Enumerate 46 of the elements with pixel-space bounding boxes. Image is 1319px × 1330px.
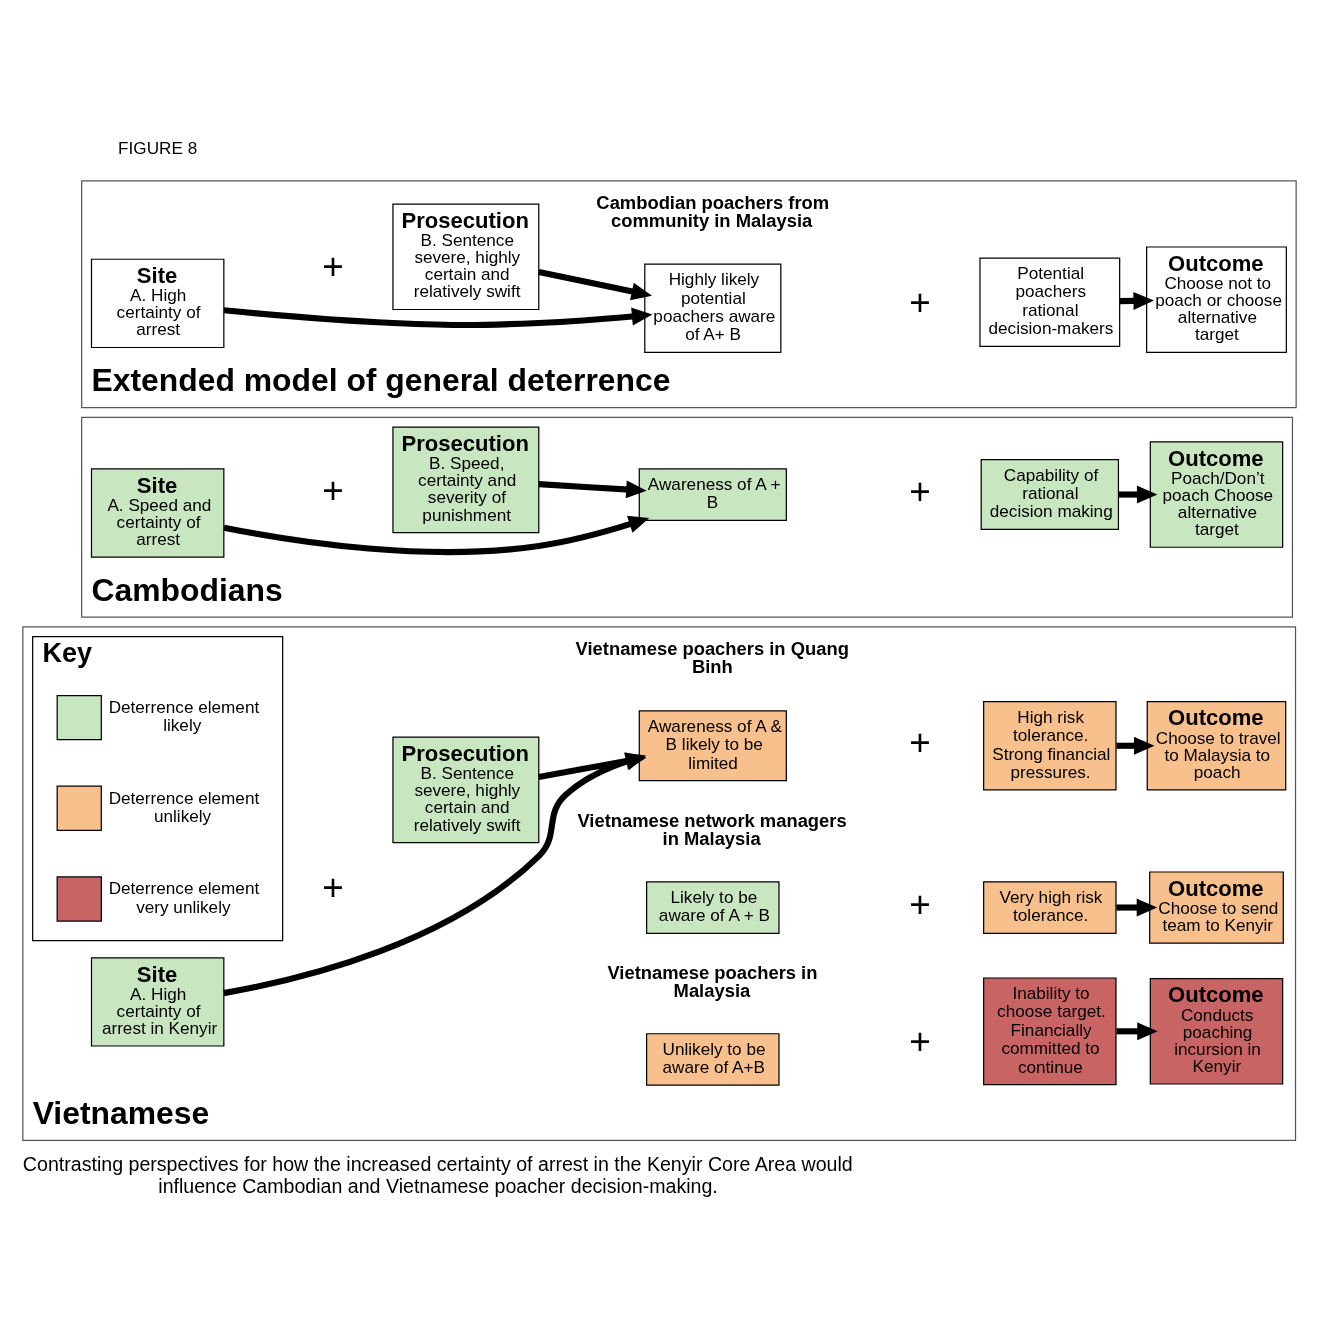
legend-label: Deterrence element unlikely (108, 787, 260, 826)
node-box: Outcome Poach/Don’t poach Choose alternative target (1149, 440, 1284, 548)
legend-label: Deterrence element likely (108, 696, 260, 735)
arrow (538, 479, 647, 498)
node-box: Very high risk tolerance. (983, 880, 1117, 934)
node-box: Prosecution B. Speed, certainty and severity of punishment (392, 426, 540, 533)
arrow (538, 268, 652, 300)
node-box: Prosecution B. Sentence severe, highly certain and relatively swift (392, 736, 540, 843)
node-box: High risk tolerance. Strong financial pressures. (983, 700, 1117, 790)
label: + (909, 1020, 931, 1062)
node-box: Site A. High certainty of arrest (90, 258, 225, 348)
label: + (322, 469, 344, 511)
node-box: Capability of rational decision making (980, 458, 1120, 530)
label: + (909, 281, 931, 323)
node-box: Site A. Speed and certainty of arrest (90, 467, 225, 558)
label: Vietnamese network managers in Malaysia (577, 809, 847, 849)
label: + (322, 245, 344, 287)
label: Vietnamese poachers in Quang Binh (575, 637, 849, 677)
node-box: Site A. High certainty of arrest in Kenyir (90, 956, 225, 1047)
node-box: Likely to be aware of A + B (646, 880, 780, 934)
arrow (1116, 1021, 1158, 1040)
arrow (1116, 898, 1158, 916)
node-box: Awareness of A + B (638, 467, 787, 521)
label: + (322, 866, 344, 908)
caption: Contrasting perspectives for how the increased certainty of arrest in the Kenyir Core Area would influence Cambodian and Vietnamese poacher decision-making. (22, 1152, 853, 1197)
label: + (909, 470, 931, 512)
node-box: Outcome Choose to travel to Malaysia to poach (1146, 700, 1287, 790)
node-box: Outcome Conducts poaching incursion in Kenyir (1149, 977, 1284, 1085)
arrow (1116, 736, 1155, 755)
label: Vietnamese poachers in Malaysia (607, 961, 818, 1001)
node-box: Outcome Choose to send team to Kenyir (1149, 870, 1284, 944)
node-box: Unlikely to be aware of A+B (646, 1032, 780, 1086)
label: + (909, 721, 931, 763)
node-box: Highly likely potential poachers aware of A+ B (644, 263, 782, 353)
arrow (223, 306, 653, 328)
arrow (223, 515, 650, 555)
arrow (1118, 485, 1158, 503)
label: + (909, 883, 931, 925)
legend-label: Deterrence element very unlikely (108, 877, 260, 917)
label: FIGURE 8 (118, 136, 198, 157)
node-box: Outcome Choose not to poach or choose alternative target (1146, 245, 1287, 353)
node-box: Potential poachers rational decision-makers (979, 256, 1121, 347)
node-box: Prosecution B. Sentence severe, highly certain and relatively swift (392, 203, 540, 310)
node-box: Inability to choose target. Financially committed to continue (983, 976, 1117, 1085)
node-box: Awareness of A & B likely to be limited (638, 709, 787, 781)
label: Cambodian poachers from community in Malaysia (596, 191, 830, 231)
